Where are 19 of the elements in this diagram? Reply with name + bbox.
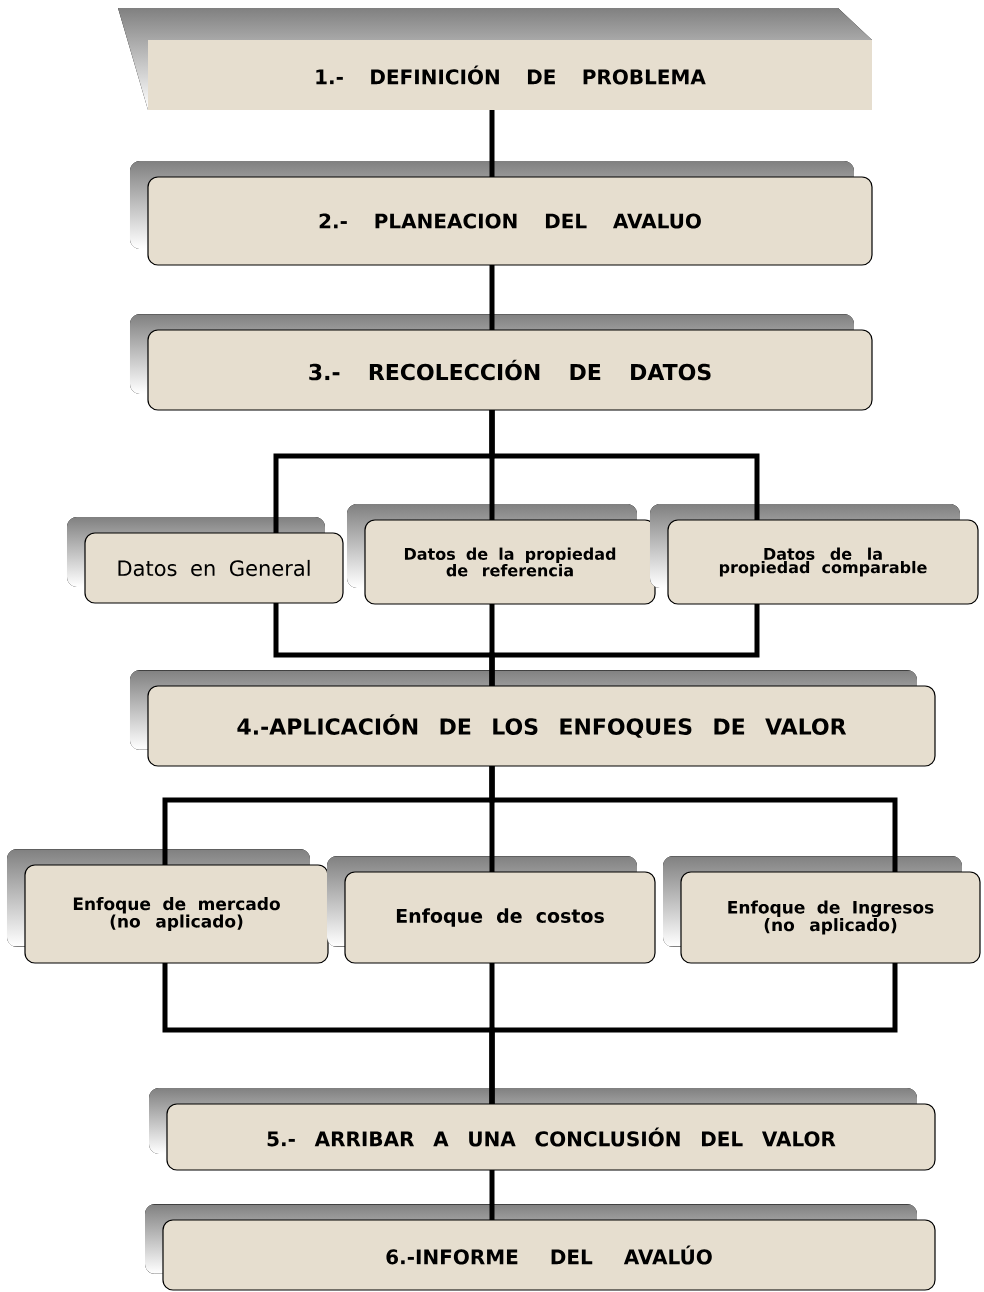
process-box: Datos en General xyxy=(67,517,344,604)
connector-line xyxy=(489,410,760,520)
process-box: 1.- DEFINICIÓN DE PROBLEMA xyxy=(118,8,872,110)
process-box: Enfoque de costos xyxy=(327,856,656,964)
process-box: 2.- PLANEACION DEL AVALUO xyxy=(130,161,873,266)
connector-line xyxy=(489,110,495,177)
connector-line xyxy=(489,766,898,872)
process-box: 5.- ARRIBAR A UNA CONCLUSIÓN DEL VALOR xyxy=(149,1088,936,1171)
connector-line xyxy=(489,1170,495,1220)
process-box: Datos de la propiedad de referencia xyxy=(347,504,656,605)
process-box: Enfoque de Ingresos (no aplicado) xyxy=(663,856,981,964)
process-box: Datos de la propiedad comparable xyxy=(650,504,979,605)
process-box: Enfoque de mercado (no aplicado) xyxy=(7,849,329,964)
connector-line xyxy=(489,963,898,1104)
connector-line xyxy=(489,265,495,330)
process-box: 6.-INFORME DEL AVALÚO xyxy=(145,1204,936,1291)
process-box: 4.-APLICACIÓN DE LOS ENFOQUES DE VALOR xyxy=(130,670,936,767)
connector-line xyxy=(489,604,760,686)
process-box: 3.- RECOLECCIÓN DE DATOS xyxy=(130,314,873,411)
